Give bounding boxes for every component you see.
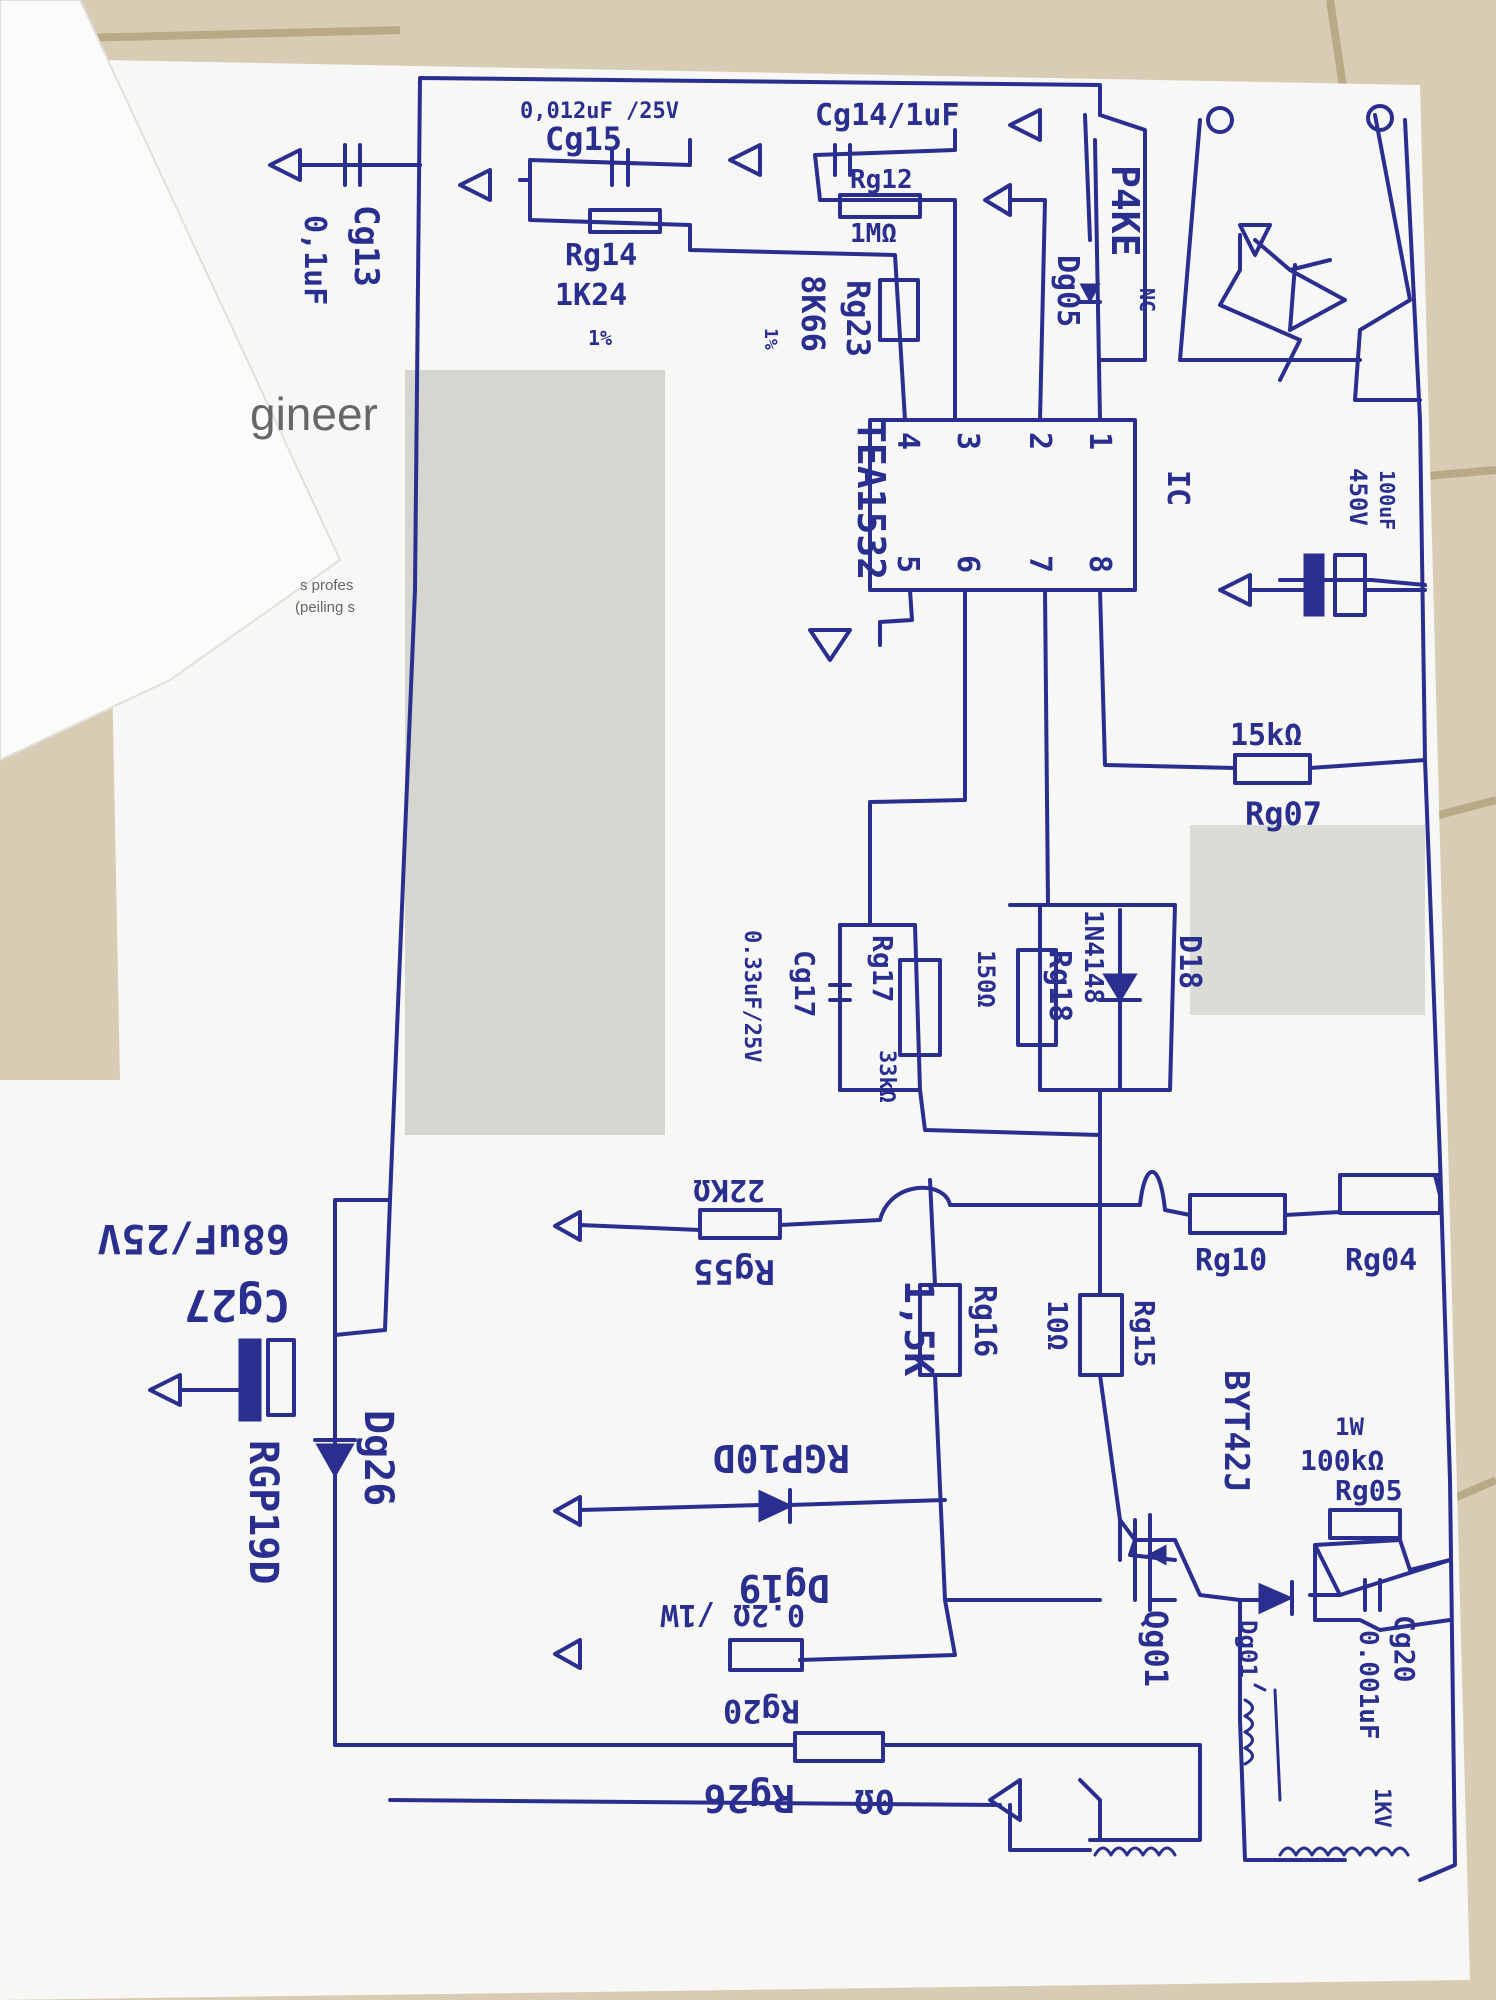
label-ic: IC — [1160, 470, 1195, 506]
label-rg917-value: 33kΩ — [874, 1050, 899, 1103]
label-rg923-value: 8K66 — [794, 275, 832, 352]
label-rgp19d: RGP19D — [240, 1440, 286, 1585]
label-d18-type: 1N4148 — [1078, 910, 1108, 1004]
ic-pin-8: 8 — [1082, 555, 1117, 573]
ic-pin-7: 7 — [1022, 555, 1057, 573]
label-rg907-value: 15kΩ — [1230, 718, 1302, 753]
tape-patch-left — [405, 370, 665, 1135]
label-rg920: Rg20 — [723, 1692, 800, 1730]
label-nc: NC — [1135, 288, 1159, 312]
label-rg914-value: 1K24 — [555, 278, 627, 313]
label-rg905: Rg05 — [1335, 1474, 1402, 1507]
label-rg915: Rg15 — [1128, 1300, 1161, 1367]
label-dg01: Dg01 — [1234, 1620, 1262, 1678]
label-cg917: Cg17 — [788, 950, 821, 1017]
ic-body — [868, 418, 1137, 592]
label-c100-volt: 450V — [1344, 468, 1372, 526]
component-labels: Cg13 0,1uF 0,012uF /25V Cg15 Cg14/1uF Rg… — [97, 98, 1421, 1828]
label-dg26: Dg26 — [355, 1410, 401, 1506]
label-rg917: Rg17 — [866, 935, 899, 1002]
label-cg915-value: 0,012uF /25V — [520, 99, 679, 124]
paper-sheet — [0, 60, 1470, 2000]
label-cg914: Cg14/1uF — [815, 98, 960, 133]
ic-pin-6: 6 — [950, 555, 985, 573]
label-rg918: Rg18 — [1042, 950, 1077, 1022]
label-rg905-value: 100kΩ — [1300, 1444, 1384, 1477]
label-rg923: Rg23 — [839, 280, 877, 357]
circuit-wiring — [298, 76, 1457, 1882]
label-rg912-value: 1MΩ — [850, 219, 897, 249]
label-rg907: Rg07 — [1245, 795, 1322, 833]
tape-patch-right — [1190, 825, 1425, 1015]
label-cg27-value: 68uF/25V — [97, 1215, 290, 1261]
printed-text-2: s profes — [300, 577, 353, 594]
ic-pin-2: 2 — [1022, 432, 1057, 450]
ic-pin-4: 4 — [890, 432, 925, 450]
label-cg917-value: 0.33uF/25V — [739, 930, 764, 1062]
ic-pin-1: 1 — [1082, 432, 1117, 450]
ic-pin-3: 3 — [950, 432, 985, 450]
label-rg914: Rg14 — [565, 238, 637, 273]
label-dg05: Dg05 — [1050, 255, 1085, 327]
label-rg905-power: 1W — [1335, 1413, 1364, 1441]
printed-text-1: gineer — [250, 388, 378, 440]
label-cg27: Cg27 — [184, 1279, 290, 1330]
torn-paper-corner — [0, 0, 342, 762]
label-rg915-value: 10Ω — [1041, 1300, 1074, 1351]
label-rg916: Rg16 — [967, 1285, 1002, 1357]
components — [178, 143, 1442, 1857]
label-rg926-value: 0Ω — [854, 1781, 895, 1821]
label-rg904: Rg04 — [1345, 1243, 1417, 1278]
label-tea1532: TEA1532 — [849, 420, 893, 580]
label-qg01: Qg01 — [1137, 1610, 1175, 1687]
label-cg20: Cg20 — [1388, 1615, 1421, 1682]
label-rg914-tolerance: 1% — [588, 326, 612, 350]
label-rgp10d: RGP10D — [713, 1436, 850, 1480]
label-cg915: Cg15 — [545, 120, 622, 158]
label-d18: D18 — [1172, 935, 1207, 989]
label-rg923-tolerance: 1% — [760, 328, 781, 350]
label-rg920-value: 0.2Ω /1W — [660, 1597, 805, 1632]
label-kv: 1KV — [1369, 1788, 1394, 1828]
label-rg918-value: 150Ω — [972, 950, 1000, 1008]
label-cg20-value: 0.001uF — [1353, 1630, 1383, 1740]
label-rg955-value: 22KΩ — [693, 1172, 765, 1207]
label-rg910: Rg10 — [1195, 1243, 1267, 1278]
label-p4ke: P4KE — [1103, 165, 1147, 257]
printed-text-3: (peiling s — [295, 599, 355, 616]
label-rg926: Rg26 — [703, 1776, 795, 1820]
label-c100: 100uF — [1375, 470, 1399, 530]
label-rg955: Rg55 — [693, 1251, 775, 1291]
label-rg916-value: 1,5K — [895, 1280, 941, 1376]
label-rg912: Rg12 — [850, 165, 913, 195]
label-cg913-value: 0,1uF — [297, 215, 332, 305]
label-dg19: Dg19 — [738, 1566, 830, 1610]
label-cg913: Cg13 — [346, 205, 386, 287]
label-byt42j: BYT42J — [1216, 1370, 1256, 1493]
ic-pin-5: 5 — [890, 555, 925, 573]
